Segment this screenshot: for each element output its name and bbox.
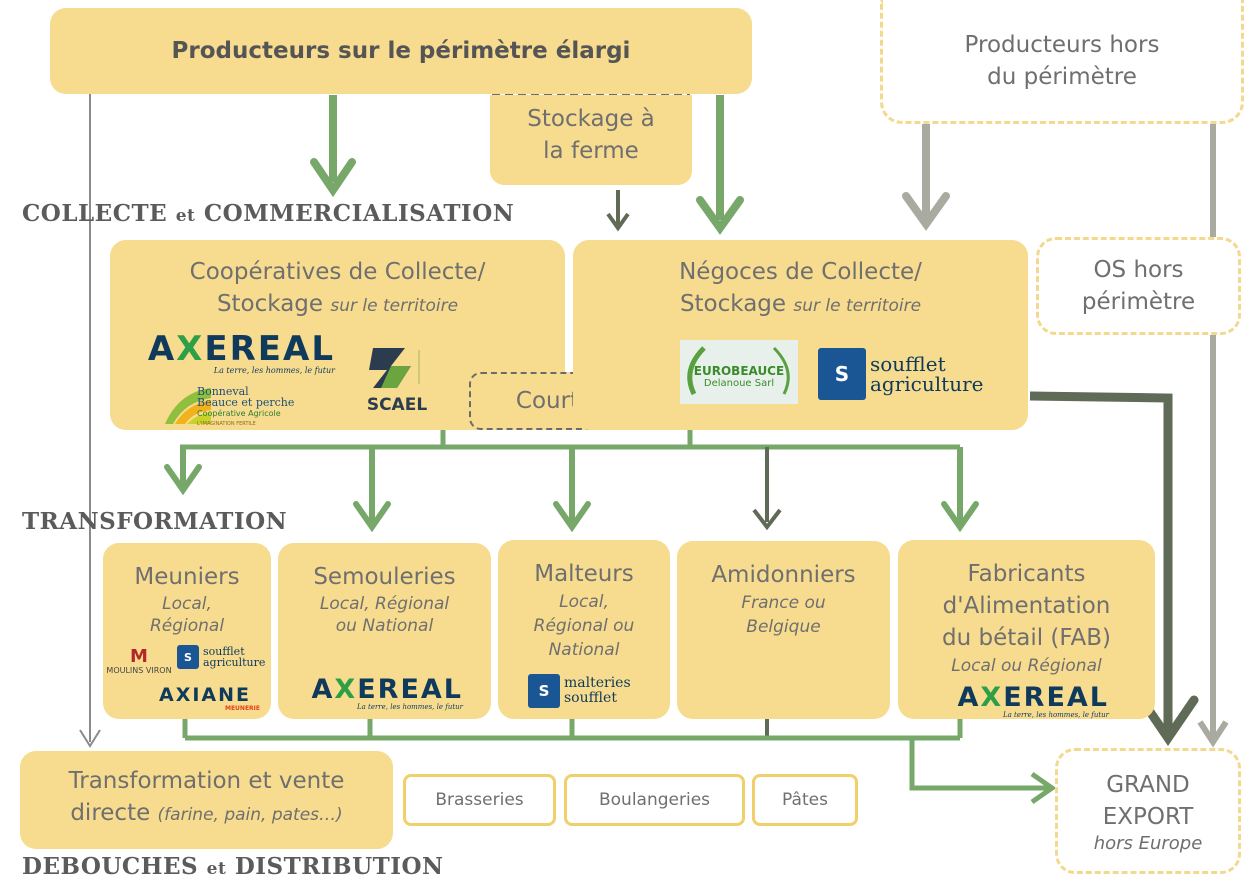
farm-storage-line1: Stockage à <box>527 106 655 132</box>
producers-in-perimeter: Producteurs sur le périmètre élargi <box>50 8 752 94</box>
direct-sale-products: (farine, pain, pates…) <box>157 805 343 825</box>
amidonniers-box: Amidonniers France ou Belgique <box>677 541 890 719</box>
direct-sale-box: Transformation et vente directe (farine,… <box>20 751 393 849</box>
producer-to-direct-arrowhead <box>79 729 101 748</box>
malteurs-title: Malteurs <box>534 561 634 587</box>
amidonniers-scope: France ou Belgique <box>741 593 826 637</box>
cooperatives-stockage: Stockage <box>216 291 324 317</box>
section-transformation-title: TRANSFORMATION <box>22 508 288 535</box>
axereal-logo: AXEREAL La terre, les hommes, le futur <box>147 329 335 375</box>
grand-export-line2: EXPORT <box>1102 803 1194 830</box>
producers-outside-box: Producteurs hors du périmètre <box>880 0 1244 124</box>
soufflet-agriculture-logo: S soufflet agriculture <box>818 348 983 400</box>
producers-outside-line2: du périmètre <box>987 63 1137 90</box>
producers-in-perimeter-label: Producteurs sur le périmètre élargi <box>171 38 631 64</box>
fab-scope: Local ou Régional <box>951 656 1102 676</box>
fab-box: Fabricants d'Alimentation du bétail (FAB… <box>898 540 1155 719</box>
semouleries-scope: Local, Régional ou National <box>319 594 450 636</box>
os-outside-line1: OS hors <box>1093 257 1184 283</box>
cooperatives-territory: sur le territoire <box>330 296 459 316</box>
negoces-title: Négoces de Collecte/ <box>679 259 922 285</box>
soufflet-icon: S <box>818 348 866 400</box>
outlet-brasseries: Brasseries <box>403 774 556 826</box>
axereal-fab-logo: AXEREAL La terre, les hommes, le futur <box>957 682 1109 719</box>
os-outside-line2: périmètre <box>1081 289 1196 315</box>
direct-sale-line1: Transformation et vente <box>68 768 345 794</box>
negoce-to-export-arrow <box>1029 391 1173 738</box>
semouleries-box: Semouleries Local, Régional ou National <box>278 543 491 719</box>
fab-title: Fabricants d'Alimentation du bétail (FAB… <box>941 561 1112 651</box>
grand-export-line3: hors Europe <box>1093 832 1203 854</box>
producers-outside-line1: Producteurs hors <box>964 31 1160 58</box>
grand-export-box: GRAND EXPORT hors Europe <box>1055 748 1241 874</box>
negoces-stockage: Stockage <box>679 291 787 317</box>
malteurs-scope: Local, Régional ou National <box>533 592 635 660</box>
semouleries-title: Semouleries <box>313 564 456 590</box>
meuniers-scope: Local, Régional <box>149 594 225 636</box>
negoces-box: Négoces de Collecte/ Stockage sur le ter… <box>573 240 1028 430</box>
bonneval-logo: Bonneval Beauce et perche Coopérative Ag… <box>163 384 313 428</box>
meuniers-title: Meuniers <box>134 564 240 590</box>
axereal-semouleries-logo: AXEREAL La terre, les hommes, le futur <box>311 674 463 711</box>
direct-sale-line2: directe <box>70 800 151 826</box>
moulins-viron-logo: M MOULINS VIRON <box>106 646 172 676</box>
malteurs-box: Malteurs Local, Régional ou National <box>498 540 670 719</box>
amidonniers-title: Amidonniers <box>711 562 856 588</box>
malteries-soufflet-logo: S malteries soufflet <box>528 674 631 708</box>
outlet-boulangeries: Boulangeries <box>564 774 745 826</box>
grand-export-line1: GRAND <box>1106 771 1190 798</box>
cooperatives-title: Coopératives de Collecte/ <box>189 259 486 285</box>
section-debouches-title: DEBOUCHES et DISTRIBUTION <box>22 853 444 880</box>
axiane-logo: AXIANE MEUNERIE <box>158 684 260 712</box>
os-outside-box: OS hors périmètre <box>1036 237 1241 335</box>
scael-logo: SCAEL <box>362 344 432 416</box>
farm-storage-line2: la ferme <box>543 138 639 164</box>
section-collecte-title: COLLECTE et COMMERCIALISATION <box>22 200 515 227</box>
meuniers-box: Meuniers Local, Régional <box>103 543 271 719</box>
negoces-territory: sur le territoire <box>793 296 922 316</box>
farm-storage-box: Stockage à la ferme <box>490 95 692 185</box>
eurobeauce-logo: EUROBEAUCE Delanoue Sarl <box>680 340 798 404</box>
soufflet-meuniers-logo: S soufflet agriculture <box>177 645 265 669</box>
outlet-pates: Pâtes <box>752 774 858 826</box>
